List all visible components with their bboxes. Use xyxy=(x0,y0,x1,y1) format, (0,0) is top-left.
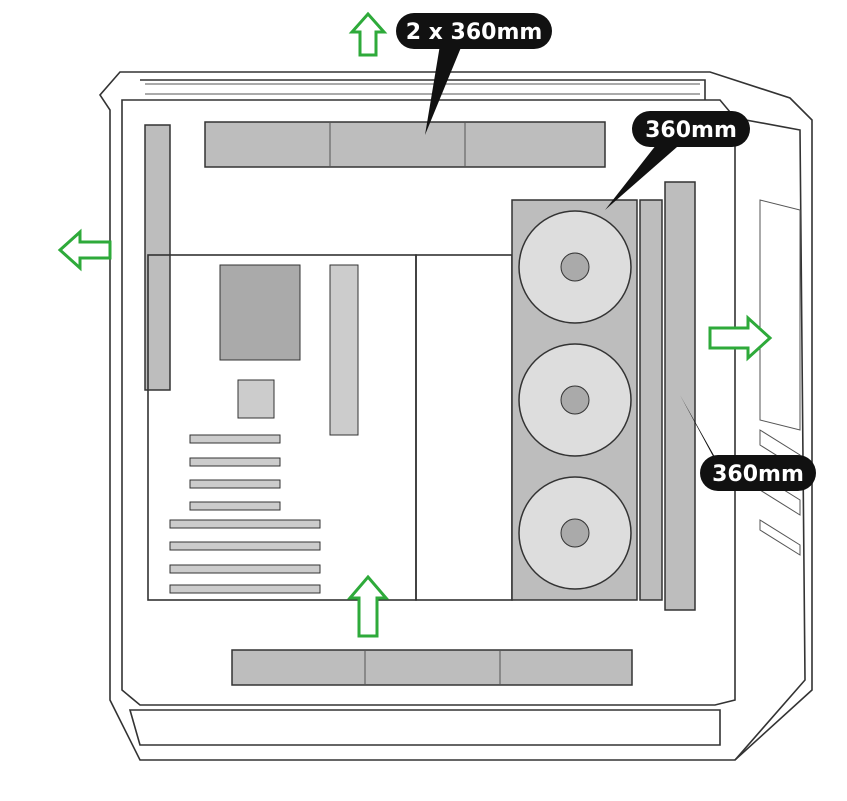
case-shell xyxy=(98,71,813,761)
top-label-pointer xyxy=(425,45,462,135)
label-front-radiator-side-text: 360mm xyxy=(712,462,804,487)
label-front-radiator-upper: 360mm xyxy=(632,111,750,147)
label-front-radiator-side: 360mm xyxy=(700,455,816,491)
front-radiator xyxy=(511,181,696,611)
bottom-intake-arrow-icon xyxy=(346,574,390,638)
label-top-radiator-text: 2 x 360mm xyxy=(406,20,543,45)
rear-fan xyxy=(144,124,171,391)
rear-exhaust-arrow-icon xyxy=(57,228,112,272)
front-intake-arrow-icon xyxy=(708,314,773,362)
label-top-radiator: 2 x 360mm xyxy=(396,13,552,49)
bottom-fans xyxy=(231,649,633,686)
label-front-radiator-upper-text: 360mm xyxy=(645,118,737,143)
side-label-pointer xyxy=(680,395,725,475)
motherboard xyxy=(147,254,513,601)
top-fans xyxy=(204,121,606,168)
top-exhaust-arrow-icon xyxy=(348,11,388,57)
upper-label-pointer xyxy=(605,140,685,210)
